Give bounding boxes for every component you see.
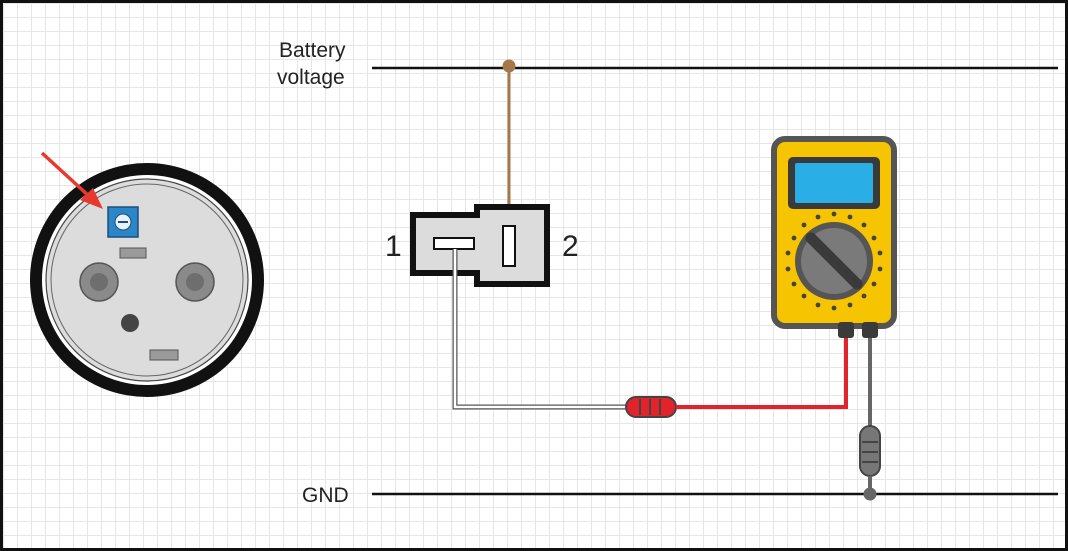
pin-2-label: 2 [562, 230, 579, 263]
black-jack [862, 322, 878, 338]
gnd-label: GND [302, 484, 349, 507]
black-probe [859, 336, 881, 501]
gnd-junction [863, 487, 877, 501]
battery-label-line2: voltage [277, 66, 345, 89]
battery-junction [502, 59, 516, 73]
sensor-face-icon [30, 163, 264, 397]
red-probe-lead [676, 336, 848, 409]
pin-1-label: 1 [385, 230, 402, 263]
multimeter-icon [771, 136, 897, 338]
two-pin-connector-icon [410, 204, 550, 287]
red-arrow-icon [40, 151, 103, 209]
pin-1-terminal [433, 237, 475, 250]
pin-2-terminal [502, 225, 516, 267]
red-probe [625, 336, 848, 418]
battery-label-line1: Battery [279, 39, 346, 62]
red-jack [838, 322, 854, 338]
